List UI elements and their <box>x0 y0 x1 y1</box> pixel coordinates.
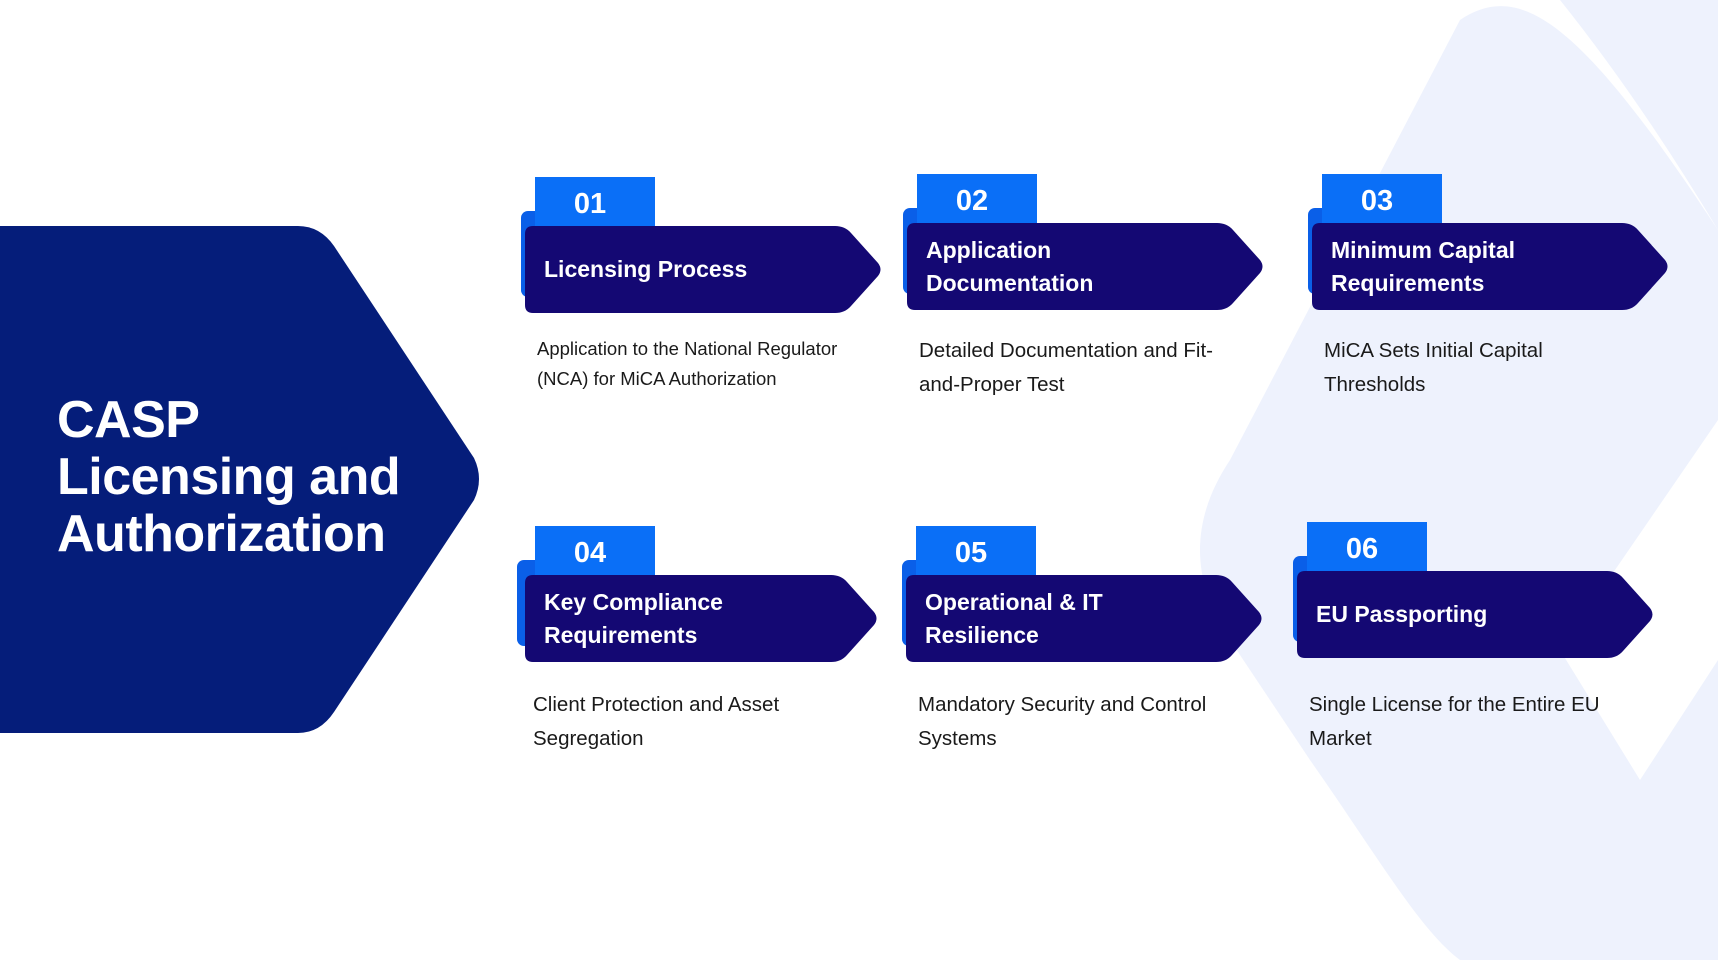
step-number-badge: 06 <box>1307 522 1427 574</box>
title-line: Licensing and <box>57 448 401 506</box>
step-number: 04 <box>573 537 607 569</box>
page-title: CASP Licensing and Authorization <box>57 392 457 563</box>
step-number: 02 <box>955 185 989 217</box>
step-number-badge: 03 <box>1322 174 1442 226</box>
card-title: Application Documentation <box>926 236 1094 296</box>
card-description: MiCA Sets Initial Capital Thresholds <box>1324 339 1543 396</box>
card-description: Application to the National Regulator (N… <box>537 338 838 389</box>
step-number-badge: 01 <box>535 177 655 229</box>
hero-panel: CASP Licensing and Authorization <box>0 226 485 733</box>
card-title: EU Passporting <box>1316 601 1488 627</box>
hero-arrow-shape <box>0 226 479 733</box>
step-number: 05 <box>954 537 988 569</box>
card-title: Operational & IT Resilience <box>925 588 1103 648</box>
card-header: Minimum Capital Requirements <box>1312 223 1670 310</box>
step-number-badge: 04 <box>535 526 655 578</box>
title-line: Authorization <box>57 505 386 563</box>
card-description: Detailed Documentation and Fit-and-Prope… <box>919 339 1213 396</box>
card-description: Single License for the Entire EU Market <box>1309 693 1600 750</box>
card-header: EU Passporting <box>1297 571 1655 658</box>
step-number-badge: 05 <box>916 526 1036 578</box>
card-header: Licensing Process <box>525 226 883 313</box>
card-header: Operational & IT Resilience <box>906 575 1264 662</box>
card-header: Key Compliance Requirements <box>525 575 879 662</box>
card-title: Minimum Capital Requirements <box>1331 236 1516 296</box>
step-number: 03 <box>1360 185 1394 217</box>
step-number: 01 <box>573 188 607 220</box>
card-description: Client Protection and Asset Segregation <box>533 693 780 750</box>
title-line: CASP <box>57 391 200 449</box>
card-description: Mandatory Security and Control Systems <box>918 693 1207 750</box>
step-number-badge: 02 <box>917 174 1037 226</box>
card-header: Application Documentation <box>907 223 1265 310</box>
step-number: 06 <box>1345 533 1379 565</box>
card-title: Licensing Process <box>544 256 748 282</box>
card-title: Key Compliance Requirements <box>544 588 723 648</box>
